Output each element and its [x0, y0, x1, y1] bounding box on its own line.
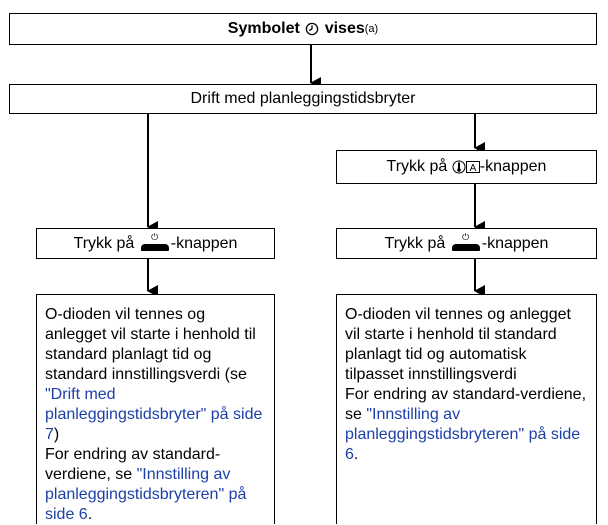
left-press-power-box: Trykk på ⏻-knappen: [36, 228, 275, 259]
right-result-period: .: [353, 446, 359, 463]
power-button-icon: ⏻: [451, 232, 480, 252]
right-press-after: -knappen: [481, 234, 549, 252]
link-scheduler-settings[interactable]: "Innstilling av planleggingstidsbryteren…: [45, 466, 247, 523]
right-result-text: O-dioden vil tennes og anlegget vil star…: [345, 306, 571, 383]
left-result-period: .: [87, 506, 93, 523]
symbol-shown-box: Symbolet vises(a): [9, 13, 597, 45]
press-auto-box: Trykk på A -knappen: [336, 150, 597, 184]
footnote-marker: (a): [364, 23, 379, 35]
svg-text:A: A: [469, 163, 476, 174]
left-result-box: O-dioden vil tennes og anlegget vil star…: [36, 294, 275, 524]
right-result-box: O-dioden vil tennes og anlegget vil star…: [336, 294, 597, 524]
right-press-before: Trykk på: [384, 234, 446, 252]
press-auto-after: -knappen: [479, 158, 547, 175]
press-auto-before: Trykk på: [386, 158, 448, 175]
link-scheduler-operation[interactable]: "Drift med planleggingstidsbryter" på si…: [45, 386, 263, 443]
left-press-before: Trykk på: [73, 234, 135, 252]
connector-lines: [147, 44, 485, 297]
scheduler-operation-label: Drift med planleggingstidsbryter: [190, 90, 416, 107]
symbol-shown-after: vises: [324, 20, 365, 37]
left-result-change-text: For endring av standard-verdiene, se: [45, 446, 221, 483]
right-result-change-text: For endring av standard-verdiene, se: [345, 386, 587, 423]
left-result-text: O-dioden vil tennes og anlegget vil star…: [45, 306, 256, 383]
symbol-shown-label: Symbolet: [227, 20, 300, 37]
right-press-power-box: Trykk på ⏻-knappen: [336, 228, 597, 259]
left-press-after: -knappen: [170, 234, 238, 252]
link-scheduler-settings[interactable]: "Innstilling av planleggingstidsbryteren…: [345, 406, 581, 463]
left-result-close: ): [53, 426, 60, 443]
clock-icon: [306, 22, 319, 36]
power-button-icon: ⏻: [140, 232, 169, 252]
temperature-icon: [452, 160, 466, 174]
auto-mode-icon: A: [465, 161, 480, 174]
scheduler-operation-box: Drift med planleggingstidsbryter: [9, 84, 597, 114]
